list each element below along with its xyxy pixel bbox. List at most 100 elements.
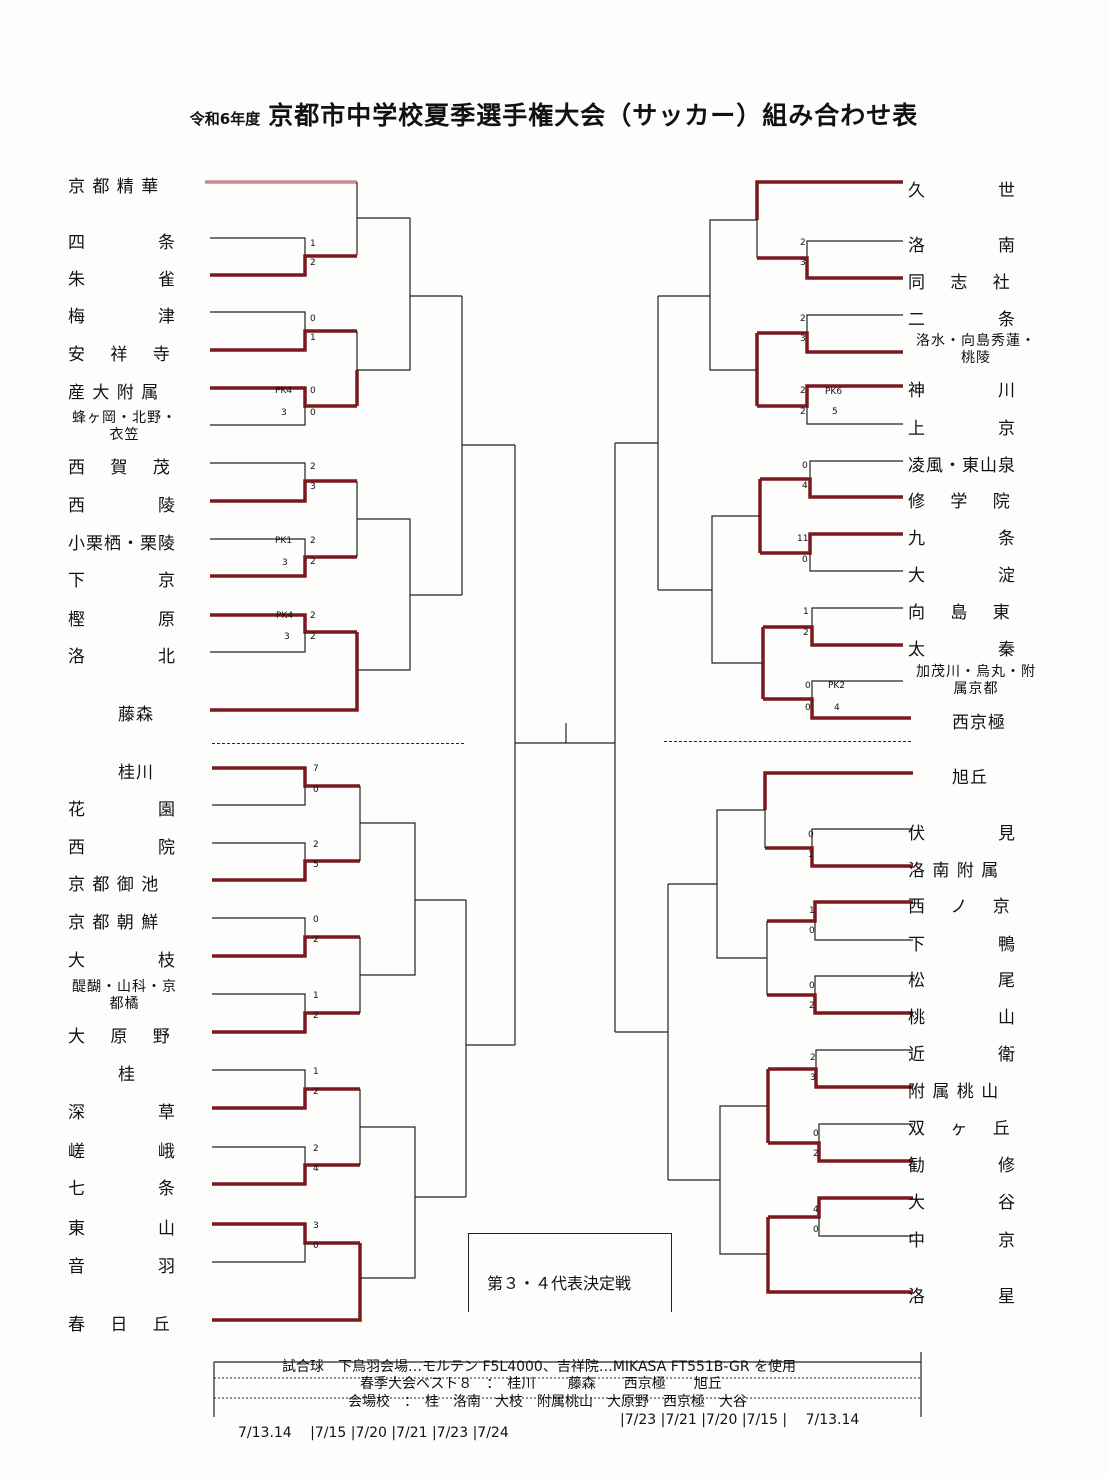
bracket-line-11	[357, 296, 411, 371]
bracket-line-84	[767, 993, 913, 1015]
bracket-line-90	[818, 1123, 913, 1143]
bracket-line-21	[357, 518, 411, 671]
left-score-15: 5	[313, 860, 319, 870]
left-team-7: 西 賀 茂	[68, 458, 171, 478]
left-score-3: 1	[310, 333, 316, 343]
left-team-5: 産 大 附 属	[68, 383, 160, 403]
right-team-23: 附 属 桃 山	[908, 1082, 1000, 1102]
right-team-12: 太 秦	[908, 640, 1016, 660]
bracket-line-63	[809, 460, 903, 479]
bracket-line-81	[767, 900, 913, 923]
bracket-line-54	[806, 240, 903, 258]
pk-label-3: 3	[282, 558, 288, 568]
left-score-10: 2	[310, 611, 316, 621]
bracket-line-59	[806, 406, 903, 425]
bracket-line-20	[210, 632, 359, 712]
left-score-19: 2	[313, 1011, 319, 1021]
bracket-line-64	[760, 477, 903, 499]
left-score-12: 7	[313, 764, 319, 774]
left-team-11: 樫 原	[68, 610, 176, 630]
right-score-25: 0	[813, 1225, 819, 1235]
bracket-line-83	[814, 975, 913, 995]
right-team-28: 洛 星	[908, 1287, 1016, 1307]
bracket-line-5	[210, 329, 357, 352]
title-main: 京都市中学校夏季選手権大会（サッカー）組み合わせ表	[268, 101, 919, 130]
footer-ball-note: 試合球 下鳥羽会場…モルテン F5L4000、吉祥院…MIKASA FT551B…	[282, 1359, 797, 1375]
right-score-7: 4	[802, 481, 808, 491]
left-team-21: 大 原 野	[68, 1027, 171, 1047]
pk-label-1: 3	[281, 408, 287, 418]
bracket-line-88	[815, 1049, 913, 1069]
right-score-16: 1	[809, 906, 815, 916]
left-team-14: 桂川	[118, 763, 154, 783]
bracket-line-56	[806, 314, 903, 333]
bracket-line-69	[763, 625, 903, 647]
right-score-14: 0	[808, 830, 814, 840]
right-score-13: 0	[805, 703, 811, 713]
left-score-11: 2	[310, 632, 316, 642]
left-team-8: 西 陵	[68, 496, 176, 516]
bracket-line-28	[212, 859, 360, 882]
left-team-24: 嵯 峨	[68, 1142, 176, 1162]
left-team-28: 春 日 丘	[68, 1315, 171, 1335]
bracket-line-61	[709, 219, 757, 371]
footer-venues: 会場校 ： 桂 洛南 大枝 附属桃山 大原野 西京極 大谷	[348, 1394, 747, 1410]
right-score-6: 0	[802, 461, 808, 471]
right-team-5: 神 川	[908, 381, 1016, 401]
right-team-27: 中 京	[908, 1231, 1016, 1251]
right-score-24: 4	[813, 1205, 819, 1215]
left-team-27: 音 羽	[68, 1257, 176, 1277]
right-team-13: 加茂川・烏丸・附属京都	[916, 664, 1036, 697]
left-team-25: 七 条	[68, 1179, 176, 1199]
page-title: 令和6年度京都市中学校夏季選手権大会（サッカー）組み合わせ表	[0, 96, 1108, 132]
pk-label-0: PK4	[275, 386, 293, 396]
bracket-line-43	[212, 1243, 306, 1263]
left-score-13: 0	[313, 785, 319, 795]
left-score-17: 2	[313, 935, 319, 945]
left-team-0: 京 都 精 華	[68, 177, 160, 197]
bracket-line-16	[210, 555, 357, 578]
right-score-23: 2	[813, 1149, 819, 1159]
bracket-line-14	[210, 479, 357, 503]
left-team-23: 深 草	[68, 1103, 176, 1123]
left-score-9: 2	[310, 557, 316, 567]
pk-label-9: 4	[834, 703, 840, 713]
right-score-11: 2	[803, 628, 809, 638]
right-team-18: 西 ノ 京	[908, 897, 1011, 917]
bracket-line-77	[763, 771, 913, 810]
right-team-25: 勧 修	[908, 1156, 1016, 1176]
left-team-17: 京 都 御 池	[68, 875, 160, 895]
bracket-line-30	[212, 917, 306, 937]
footer-dates-left: 7/13.14 |7/15 |7/20 |7/21 |7/23 |7/24	[238, 1425, 509, 1441]
bracket-line-15	[210, 538, 306, 557]
pk-label-6: PK6	[825, 387, 843, 397]
left-score-21: 2	[313, 1087, 319, 1097]
right-score-10: 1	[803, 607, 809, 617]
left-team-26: 東 山	[68, 1219, 176, 1239]
bracket-line-40	[212, 1163, 360, 1186]
right-team-16: 伏 見	[908, 824, 1016, 844]
bracket-line-80	[765, 846, 913, 868]
right-team-6: 上 京	[908, 419, 1016, 439]
right-score-1: 3	[800, 258, 806, 268]
bracket-line-37	[212, 1069, 306, 1089]
right-team-19: 下 鴨	[908, 935, 1016, 955]
left-score-4: 0	[310, 386, 316, 396]
bracket-line-70	[811, 680, 903, 699]
bracket-line-31	[212, 935, 360, 958]
bracket-line-38	[212, 1087, 360, 1110]
left-team-2: 朱 雀	[68, 270, 176, 290]
right-score-12: 0	[805, 681, 811, 691]
left-score-23: 4	[313, 1164, 319, 1174]
pk-label-5: 3	[284, 632, 290, 642]
right-score-5: 2	[800, 407, 806, 417]
right-score-19: 2	[809, 1001, 815, 1011]
bracket-line-6	[210, 386, 357, 408]
bracket-line-89	[768, 1067, 913, 1089]
left-score-18: 1	[313, 991, 319, 1001]
left-score-6: 2	[310, 462, 316, 472]
right-team-2: 同 志 社	[908, 273, 1011, 293]
third-place-label: 第３・４代表決定戦	[487, 1274, 632, 1293]
bracket-line-91	[768, 1141, 913, 1163]
left-score-22: 2	[313, 1144, 319, 1154]
